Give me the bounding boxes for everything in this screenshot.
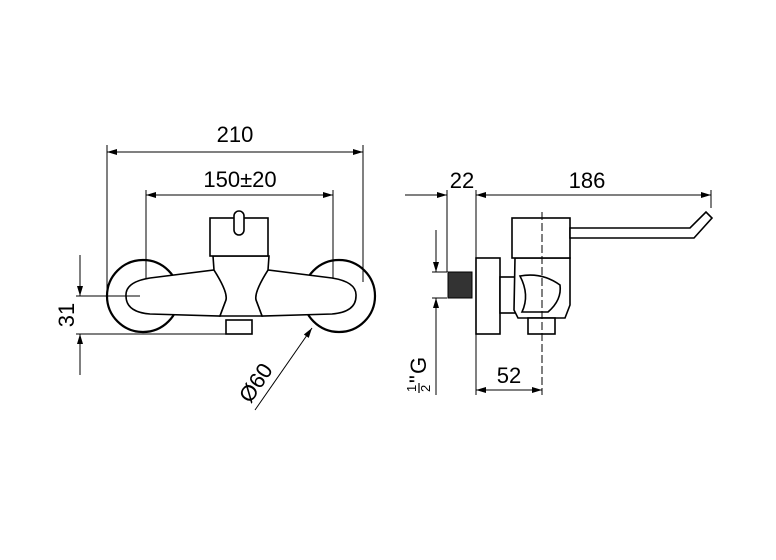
dimension-center-distance: 150±20 [145,167,334,296]
outlet [225,319,253,335]
dimension-label: Ø60 [234,359,278,407]
wall-plate [475,257,501,335]
mixer-body [212,255,270,317]
dimension-label: 31 [54,303,79,327]
right-arm [254,269,357,317]
dimension-label: 52 [497,363,521,388]
dimension-outlet-offset: 52 [476,363,542,393]
thread-size-label: 1 2 " G [404,357,433,393]
lever-pin [233,210,245,236]
fraction-denominator: 2 [418,385,433,392]
dimension-height: 31 [54,255,226,375]
dimension-label: 22 [450,168,474,193]
inch-mark: " [405,375,430,383]
side-view: 22 186 52 1 2 [404,168,714,395]
dimension-thread: 1 2 " G [404,230,447,395]
dimension-overall-width: 210 [106,122,364,296]
thread-type: G [406,357,431,374]
dimension-escutcheon-diameter: Ø60 [234,327,313,411]
side-body-contour [518,274,562,313]
front-view: 210 150±20 31 Ø60 [54,122,377,411]
dimension-label: 186 [569,168,606,193]
fraction-numerator: 1 [404,385,419,392]
threaded-connector [447,271,473,299]
dimension-label: 210 [217,122,254,147]
left-arm [125,269,228,317]
dimension-connection-depth: 22 [405,168,474,272]
side-cartridge-housing [511,217,571,259]
dimension-label: 150±20 [203,167,276,192]
lever-handle [569,210,714,239]
